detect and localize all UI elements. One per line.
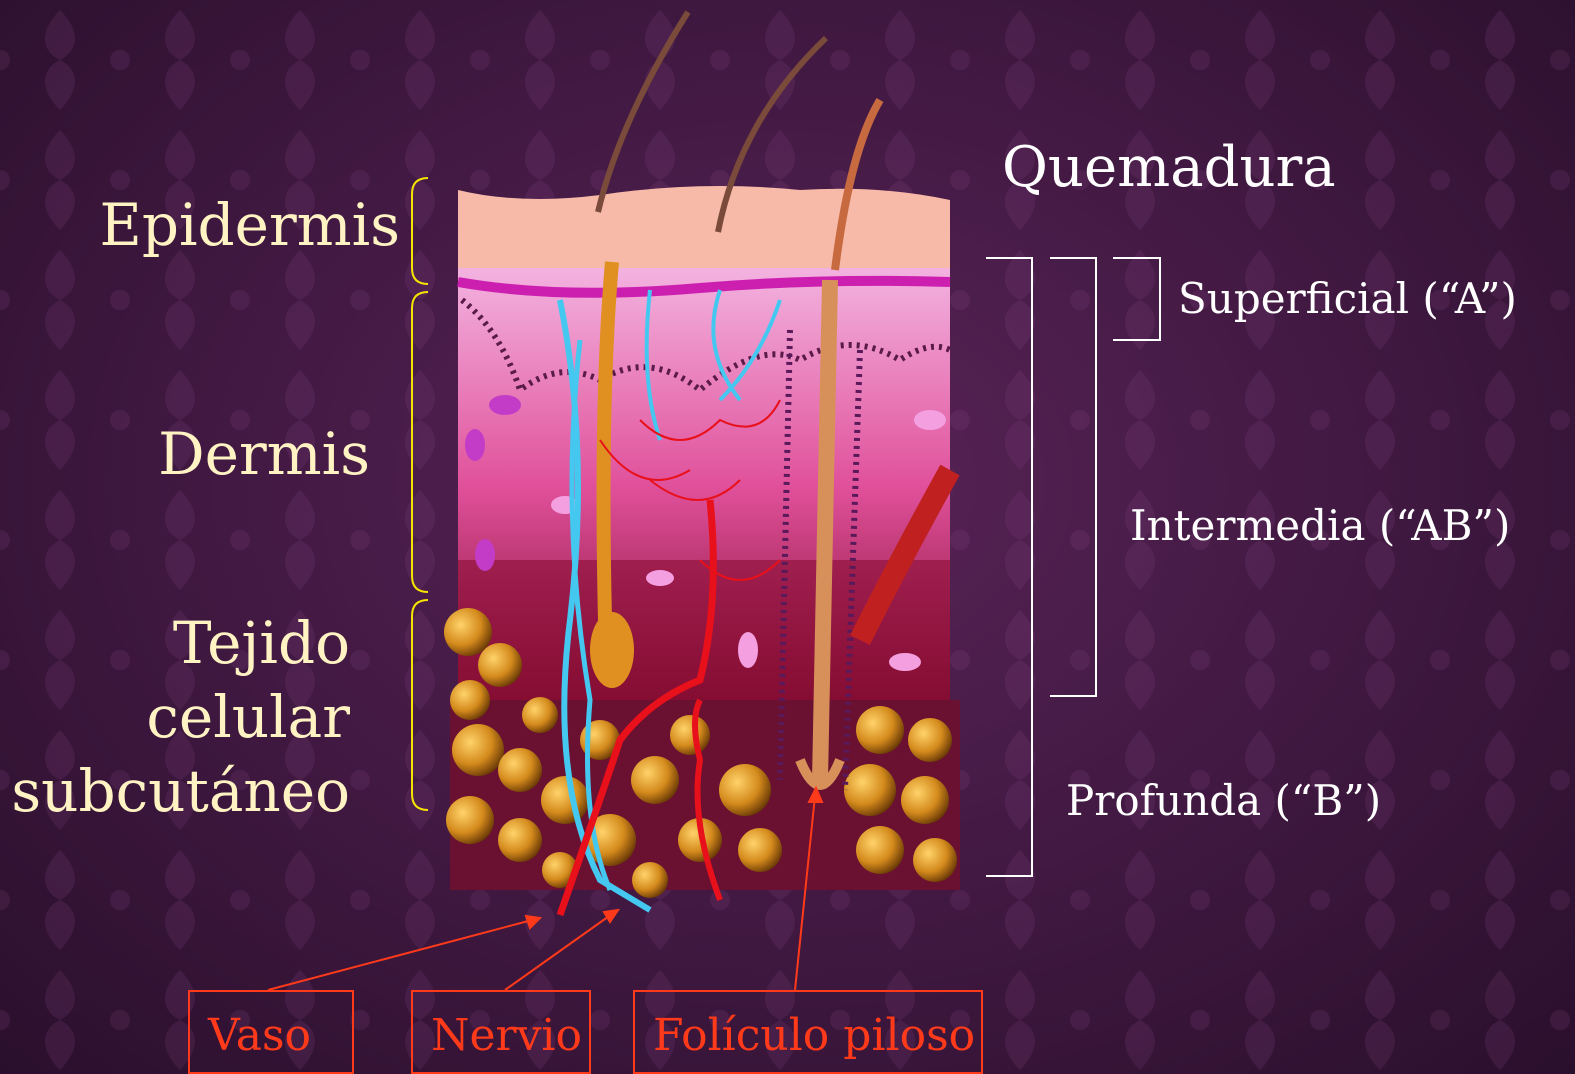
callout-vaso-label: Vaso [208, 1010, 311, 1061]
callout-box-foliculo: Folículo piloso [633, 990, 983, 1074]
burn-intermedia-label: Intermedia (“AB”) [1130, 505, 1510, 547]
callout-nervio-label: Nervio [431, 1010, 582, 1061]
callout-foliculo-label: Folículo piloso [653, 1010, 975, 1061]
burn-title: Quemadura [1002, 140, 1336, 196]
dermis-label: Dermis [158, 425, 370, 483]
burn-superficial-label: Superficial (“A”) [1178, 278, 1517, 320]
layer-brackets [412, 178, 428, 810]
subcutaneous-label: Tejido celular subcutáneo [10, 606, 350, 828]
burn-profunda-label: Profunda (“B”) [1066, 780, 1381, 822]
callout-box-nervio: Nervio [411, 990, 591, 1074]
epidermis-label: Epidermis [99, 196, 400, 254]
callout-box-vaso: Vaso [188, 990, 354, 1074]
